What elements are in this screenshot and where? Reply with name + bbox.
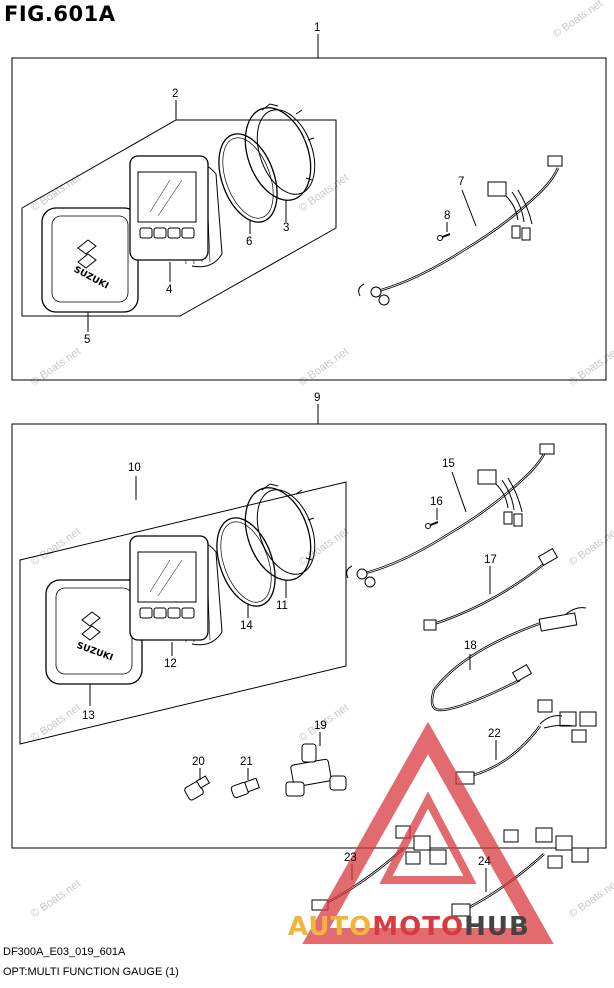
gauge-bezel-13: SUZUKI [45,579,143,706]
locking-ring-11 [244,483,316,598]
gauge-bezel-5: SUZUKI [41,207,139,332]
o-ring-6 [218,133,278,234]
sub-assembly-box-10 [19,481,347,745]
callout-23: 23 [344,852,357,864]
callout-9: 9 [314,392,321,404]
watermark-text: © Boats.net [551,0,605,40]
automotohub-logo: AUTOMOTOHUB [288,912,530,942]
adapter-harness-24 [451,827,589,917]
callout-1: 1 [314,22,321,34]
terminator-20 [184,768,211,801]
watermark-text: © Boats.net [297,172,351,215]
watermark-text: © Boats.net [29,702,83,745]
callout-18: 18 [464,640,477,652]
callout-24: 24 [478,856,491,868]
callout-14: 14 [240,620,253,632]
wire-harness-7 [358,155,563,306]
callout-6: 6 [246,236,253,248]
callout-5: 5 [84,334,91,346]
model-code: DF300A_E03_019_601A [3,946,126,958]
adapter-harness-22 [455,699,597,785]
callout-19: 19 [314,720,327,732]
watermark-text: © Boats.net [29,346,83,389]
connector-21 [230,768,260,799]
wire-harness-15 [346,443,555,588]
callout-2: 2 [172,88,179,100]
gauge-display-4 [129,155,223,282]
callout-20: 20 [192,756,205,768]
callout-4: 4 [166,284,173,296]
logo-part-hub: HUB [464,912,530,942]
gauge-display-12 [129,535,223,656]
callout-8: 8 [444,210,451,222]
triangle-logo-icon [302,721,554,944]
logo-part-moto: MOTO [372,912,465,942]
callout-22: 22 [488,728,501,740]
callout-13: 13 [82,710,95,722]
sensor-cable-18 [430,607,587,712]
watermark-text: © Boats.net [567,346,614,389]
tee-connector-19 [285,732,347,797]
callout-17: 17 [484,554,497,566]
callout-11: 11 [276,600,288,612]
assembly-box-9 [11,423,607,849]
o-ring-14 [216,517,276,618]
watermark-text: © Boats.net [297,346,351,389]
callout-7: 7 [458,176,465,188]
callout-3: 3 [283,222,290,234]
locking-ring-3 [244,103,316,222]
cable-tie-8 [437,222,451,241]
watermark-text: © Boats.net [567,878,614,921]
callout-10: 10 [128,462,141,474]
cable-tie-16 [425,508,439,529]
watermark-text: © Boats.net [29,878,83,921]
figure-title: FIG.601A [4,2,116,26]
callout-16: 16 [430,496,443,508]
logo-part-auto: AUTO [288,912,373,942]
network-cable-17 [423,547,559,631]
figure-caption: OPT:MULTI FUNCTION GAUGE (1) [3,966,179,978]
watermark-text: © Boats.net [567,526,614,569]
callout-12: 12 [164,658,177,670]
watermark-text: © Boats.net [297,526,351,569]
assembly-box-1 [11,57,607,381]
callout-15: 15 [442,458,455,470]
callout-21: 21 [240,756,253,768]
